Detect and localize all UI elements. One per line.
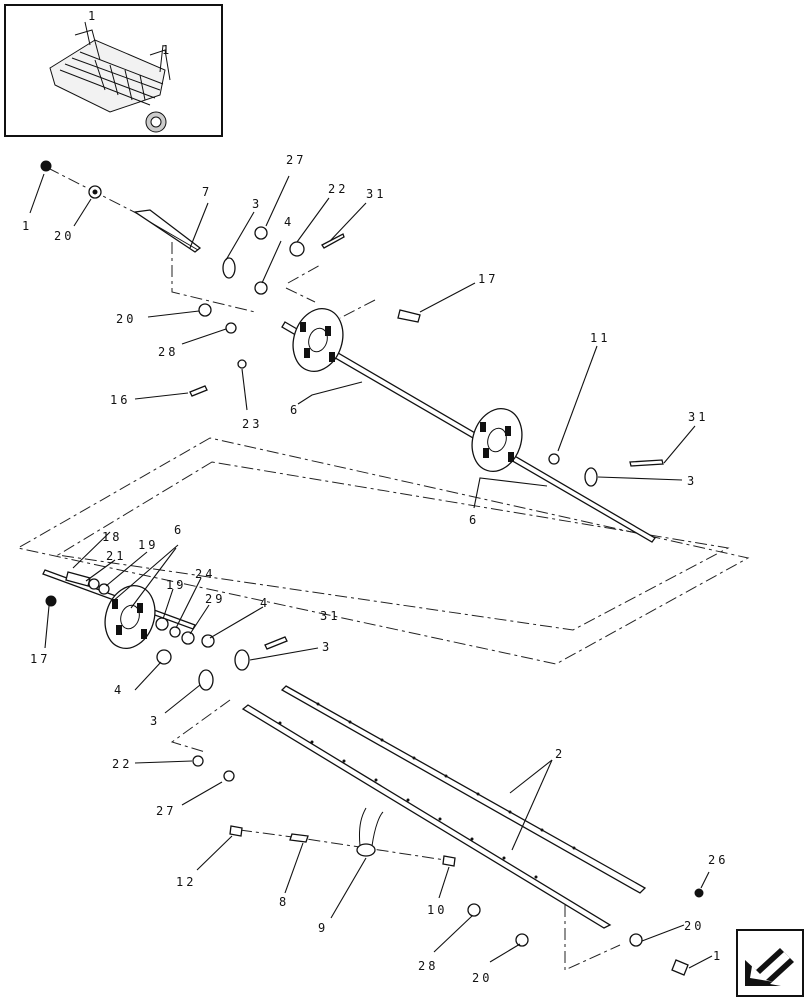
callout-10: 10 [427, 903, 447, 917]
callout-3-upper: 3 [252, 197, 262, 211]
rotor-hub-disc-right [471, 408, 523, 472]
nut-27-upper [254, 226, 268, 240]
previous-page-arrow-icon [745, 948, 794, 986]
previous-page-button[interactable] [736, 929, 804, 997]
pin-31-lower [264, 636, 288, 650]
callout-4-lower-left: 4 [114, 683, 124, 697]
callout-6-upper-left: 6 [290, 403, 300, 417]
carriage-bolt-17-lower [45, 595, 57, 607]
bearing-4-upper [254, 281, 268, 295]
lower-rotor-shaft-assembly [42, 569, 704, 976]
callout-12: 12 [176, 875, 196, 889]
callout-22-upper: 22 [328, 182, 348, 196]
washer-20-right [629, 933, 643, 947]
tine-bar-lower [241, 704, 612, 929]
callout-4-upper: 4 [284, 215, 294, 229]
callout-23: 23 [242, 417, 262, 431]
callout-numbers: 1 20 7 27 22 31 3 4 17 20 28 16 23 6 11 … [22, 153, 728, 985]
bolt-16 [189, 385, 208, 397]
bolt-1-lower [671, 959, 689, 976]
callout-20-lower: 20 [472, 971, 492, 985]
tine-bar-upper [280, 685, 647, 894]
callout-9: 9 [318, 921, 328, 935]
callout-leader-lines [29, 173, 713, 969]
bearing-flange-3-lower-left [198, 669, 214, 691]
bar-holes [278, 702, 576, 879]
bolt-1-upper [40, 160, 52, 172]
callout-2: 2 [555, 747, 565, 761]
callout-29: 29 [205, 592, 225, 606]
bearing-4-lower-left [156, 649, 172, 665]
bearing-22-upper [289, 241, 305, 257]
callout-19-upper: 19 [138, 538, 158, 552]
washer-20-mid [198, 303, 212, 317]
callout-1-upper: 1 [22, 219, 32, 233]
washer-21 [88, 578, 100, 590]
callout-28-lower: 28 [418, 959, 438, 973]
nut-11 [548, 453, 560, 465]
baler-thumbnail-drawing [49, 21, 171, 133]
thumbnail-callout-1a: 1 [88, 9, 98, 23]
callout-4-lower-right: 4 [260, 596, 270, 610]
callout-19-lower: 19 [166, 578, 186, 592]
callout-6-lower: 6 [174, 523, 184, 537]
bearing-flange-3-lower-right [234, 649, 250, 671]
main-shaft-part [281, 321, 656, 543]
washer-19a [98, 583, 110, 595]
nut-28-upper [225, 322, 237, 334]
callout-16: 16 [110, 393, 130, 407]
washer-24 [169, 626, 181, 638]
callout-21: 21 [106, 549, 126, 563]
callout-27-lower: 27 [156, 804, 176, 818]
assembly-boundary-lines [16, 242, 750, 971]
callout-18: 18 [102, 530, 122, 544]
clip-10 [442, 855, 456, 867]
callout-3-right: 3 [687, 474, 697, 488]
callout-3-lower-left: 3 [150, 714, 160, 728]
washer-23 [237, 359, 247, 369]
washer-29 [181, 631, 195, 645]
clip-8 [289, 833, 309, 843]
callout-24: 24 [195, 567, 215, 581]
callout-31-right: 31 [688, 410, 708, 424]
upper-rotor-shaft-assembly [40, 160, 664, 543]
callout-28-upper: 28 [158, 345, 178, 359]
carriage-bolt-17-upper [397, 309, 421, 323]
washer-19b [155, 617, 169, 631]
callout-27-upper: 27 [286, 153, 306, 167]
callout-20-upper: 20 [54, 229, 74, 243]
nut-28-lower [467, 903, 481, 917]
callout-22-lower: 22 [112, 757, 132, 771]
bearing-flange-3-upper [222, 257, 236, 279]
callout-17-lower: 17 [30, 652, 50, 666]
callout-3-lower-right: 3 [322, 640, 332, 654]
callout-1-lower: 1 [713, 949, 723, 963]
callout-7: 7 [202, 185, 212, 199]
pin-31-upper [321, 233, 345, 249]
callout-6-upper-right: 6 [469, 513, 479, 527]
callout-31-upper: 31 [366, 187, 386, 201]
spring-tine-9 [356, 807, 384, 857]
washer-20-lower [515, 933, 529, 947]
bolt-12 [229, 825, 243, 837]
callout-31-lower: 31 [320, 609, 340, 623]
callout-20-right: 20 [684, 919, 704, 933]
overview-thumbnail: 1 1 [4, 4, 223, 137]
callout-11: 11 [590, 331, 610, 345]
callout-26: 26 [708, 853, 728, 867]
bearing-22-lower [192, 755, 204, 767]
nut-27-lower [223, 770, 235, 782]
pin-31-right [629, 459, 664, 467]
nut-26 [694, 888, 704, 898]
bearing-flange-3-right [584, 467, 598, 487]
callout-17-upper: 17 [478, 272, 498, 286]
callout-8: 8 [279, 895, 289, 909]
thumbnail-callout-1b: 1 [162, 43, 172, 57]
rotor-hub-disc-left [292, 308, 344, 372]
rotor-hub-disc-lower [104, 585, 156, 649]
callout-20-mid: 20 [116, 312, 136, 326]
spring-18 [65, 571, 91, 587]
